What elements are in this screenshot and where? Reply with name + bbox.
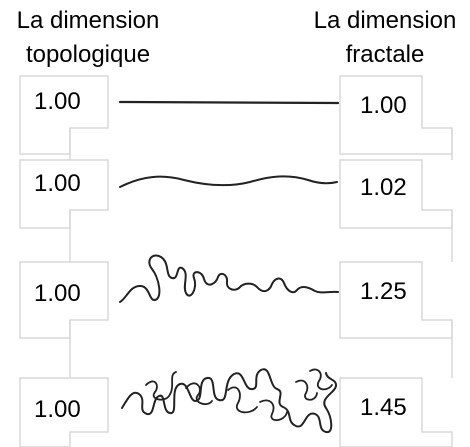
topological-value-row-3: 1.00 bbox=[34, 280, 104, 308]
topological-value-row-2: 1.00 bbox=[34, 170, 104, 198]
topological-header-line-1: La dimension bbox=[16, 7, 160, 34]
topological-value-row-1: 1.00 bbox=[34, 88, 104, 116]
fractal-header-line-2: fractale bbox=[345, 41, 425, 68]
complex-curve-row-4 bbox=[121, 368, 338, 434]
fractal-header-line-1: La dimension bbox=[313, 7, 457, 34]
topological-value-row-4: 1.00 bbox=[34, 396, 104, 424]
fractal-value-row-3: 1.25 bbox=[360, 278, 420, 306]
slightly-curved-line-row-2 bbox=[119, 175, 338, 188]
rough-curve-row-3 bbox=[119, 254, 339, 303]
fractal-value-row-1: 1.00 bbox=[360, 92, 420, 120]
straight-curve-row-1 bbox=[118, 100, 340, 105]
topological-dimension-header: La dimension topologique bbox=[8, 4, 168, 72]
fractal-value-row-4: 1.45 bbox=[360, 394, 420, 422]
topological-header-line-2: topologique bbox=[25, 41, 151, 68]
fractal-dimension-header: La dimension fractale bbox=[300, 4, 470, 72]
fractal-value-row-2: 1.02 bbox=[360, 174, 420, 202]
